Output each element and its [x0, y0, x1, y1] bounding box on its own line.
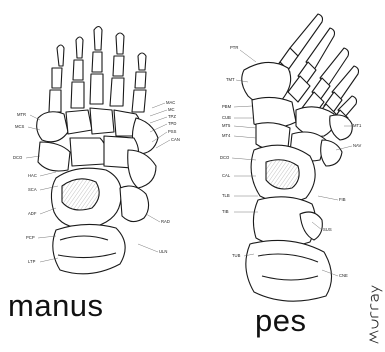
manus-caption: manus	[8, 288, 104, 324]
pes-label: NAV	[353, 143, 362, 148]
manus-label: DCO	[13, 155, 23, 160]
pes-label: MT4	[222, 133, 231, 138]
manus-label: TPZ	[168, 114, 176, 119]
manus-label: MCS	[15, 124, 25, 129]
pes-label: CAL	[222, 173, 231, 178]
pes-label: MT1	[353, 123, 362, 128]
manus-label: TPD	[168, 121, 176, 126]
pes-label: PBM	[222, 104, 232, 109]
manus-label: LTP	[28, 259, 36, 264]
pes-label: PTR	[230, 45, 238, 50]
manus-label: ULN	[159, 249, 167, 254]
pes-heel	[246, 145, 332, 301]
manus-label: MAC	[166, 100, 175, 105]
pes-label: MT5	[222, 123, 231, 128]
manus-label: MC	[168, 107, 175, 112]
manus-label: PCP	[26, 235, 35, 240]
pes-drawing: PTR TMT PBM CUB MT5 MT4 DCO CAL TLB TIB …	[220, 14, 362, 301]
manus-label: SCA	[28, 187, 37, 192]
manus-drawing: MTR MCS MAC MC TPZ TPD PSS HAC SCA CAN D…	[13, 27, 180, 274]
pes-label: DCO	[220, 155, 230, 160]
manus-label: RAD	[161, 219, 170, 224]
manus-label: CAN	[171, 137, 180, 142]
pes-label: TLB	[222, 193, 230, 198]
pes-label: TUB	[232, 253, 241, 258]
pes-caption: pes	[255, 303, 306, 339]
pes-label: SUS	[323, 227, 332, 232]
manus-label: MTR	[17, 112, 26, 117]
pes-label: TIB	[222, 209, 229, 214]
manus-label: ADF	[28, 211, 37, 216]
manus-digits	[49, 27, 146, 113]
manus-label: HAC	[28, 173, 37, 178]
pes-label: FIB	[339, 197, 346, 202]
pes-label: CUB	[222, 115, 231, 120]
pes-label: CNE	[339, 273, 348, 278]
pes-label: TMT	[226, 77, 235, 82]
manus-label: PSS	[168, 129, 177, 134]
artist-signature	[370, 286, 382, 343]
